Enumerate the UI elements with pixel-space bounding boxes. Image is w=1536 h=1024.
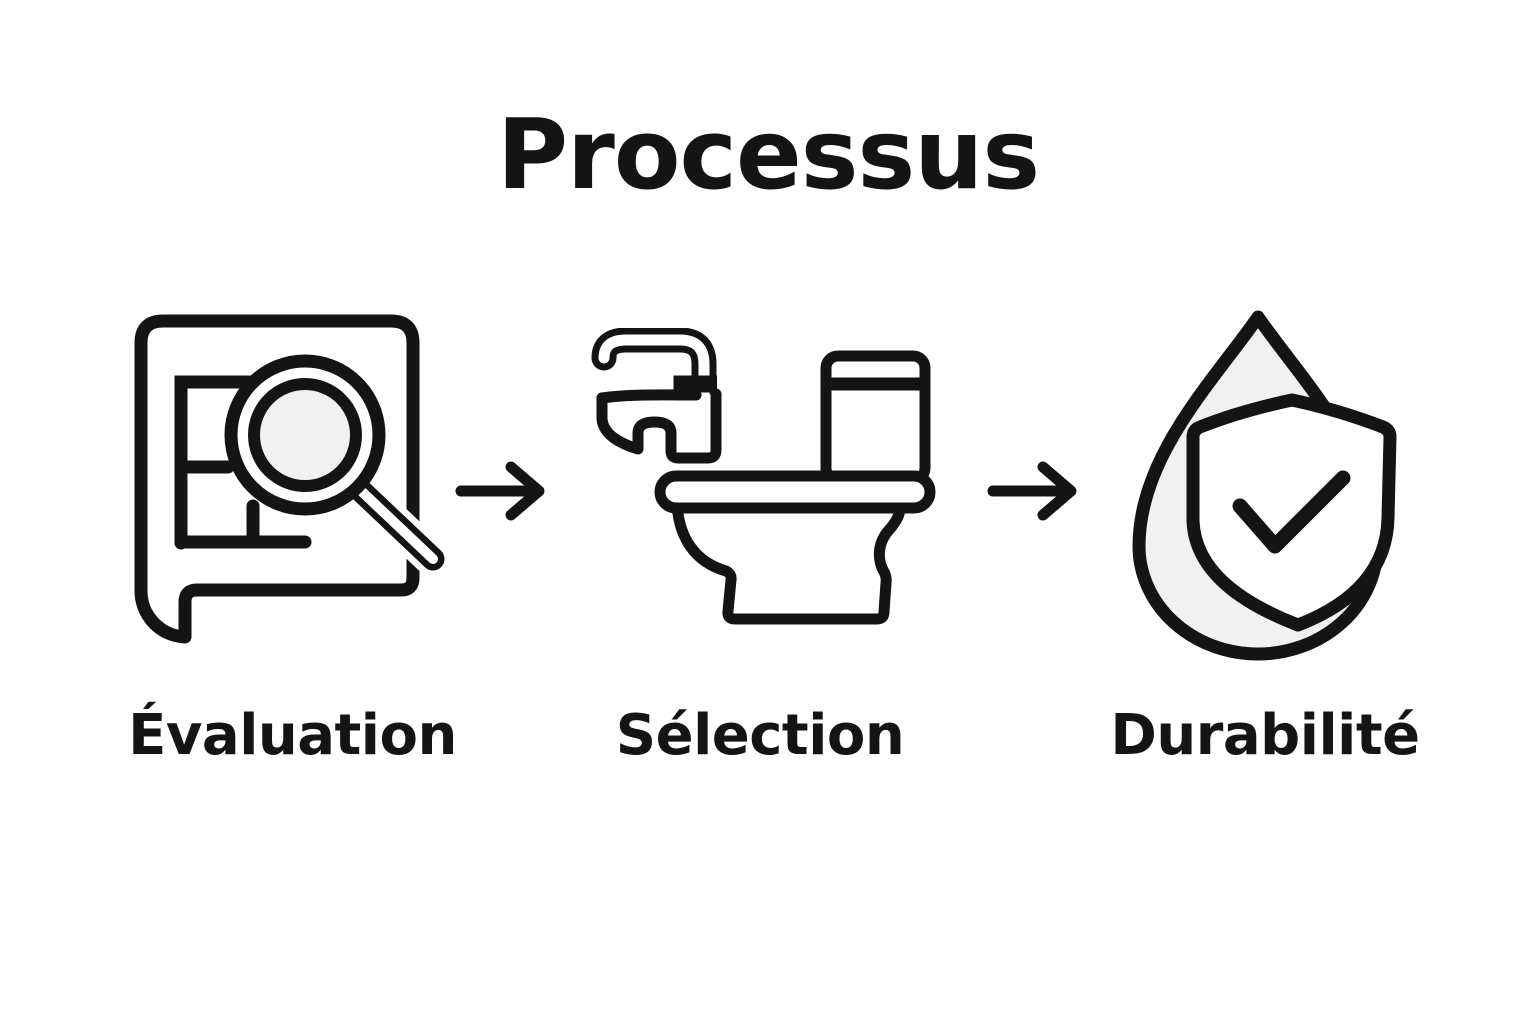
step-durability: Durabilité <box>1110 305 1420 768</box>
arrow-right-icon <box>455 461 545 521</box>
faucet-toilet-icon <box>591 328 936 625</box>
waterdrop-shield-check-icon <box>1132 310 1397 661</box>
step-label: Durabilité <box>1110 703 1420 768</box>
blueprint-magnifier-icon <box>133 314 451 644</box>
step-evaluation: Évaluation <box>125 305 460 768</box>
step-label: Sélection <box>615 703 905 768</box>
step-selection: Sélection <box>580 305 940 768</box>
page-title: Processus <box>496 98 1040 211</box>
step-label: Évaluation <box>128 703 457 768</box>
arrow-right-icon <box>987 461 1077 521</box>
